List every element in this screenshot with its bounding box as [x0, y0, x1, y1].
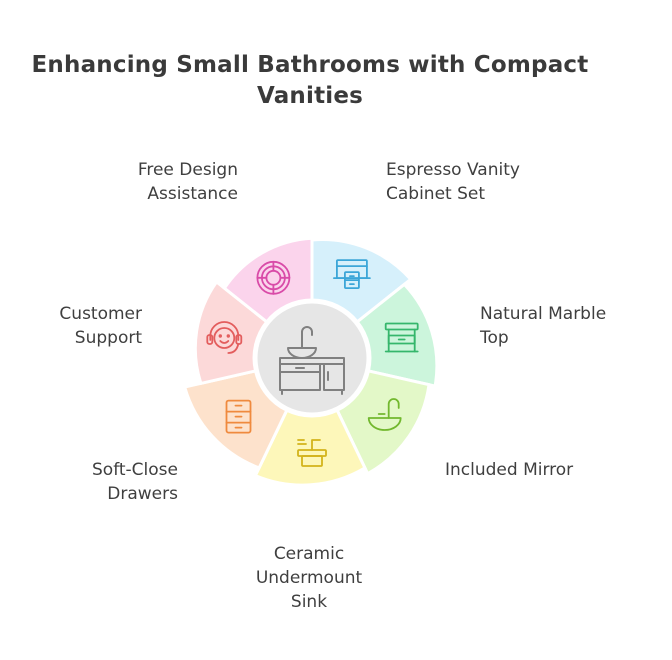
- sink-faucet-icon: [297, 439, 327, 467]
- segment-design: [222, 236, 314, 324]
- segment-sink: [253, 408, 367, 487]
- title-line-1: Enhancing Small Bathrooms with Compact: [31, 52, 589, 78]
- bathroom-vanity-icon: [279, 326, 345, 395]
- cabinet-icon: [332, 259, 371, 290]
- label-ceramic-sink: Ceramic Undermount Sink: [255, 544, 363, 612]
- segment-support: [193, 279, 269, 386]
- washbasin-icon: [367, 398, 402, 431]
- title-line-2: Vanities: [256, 83, 364, 109]
- label-soft-close-drawers: Soft-Close Drawers: [92, 460, 178, 504]
- segment-mirror: [335, 369, 431, 476]
- label-included-mirror: Included Mirror: [445, 460, 574, 480]
- headset-support-icon: [206, 321, 243, 354]
- label-customer-support: Customer Support: [59, 304, 142, 348]
- label-free-design: Free Design Assistance: [137, 160, 238, 204]
- segment-drawers: [182, 369, 289, 470]
- label-espresso-vanity: Espresso Vanity Cabinet Set: [386, 160, 520, 204]
- drawers-icon: [225, 399, 252, 434]
- label-natural-marble: Natural Marble Top: [480, 304, 607, 348]
- lifebuoy-icon: [256, 260, 291, 295]
- diagram-title: Enhancing Small Bathrooms with Compact V…: [0, 50, 620, 112]
- marble-table-icon: [384, 322, 419, 353]
